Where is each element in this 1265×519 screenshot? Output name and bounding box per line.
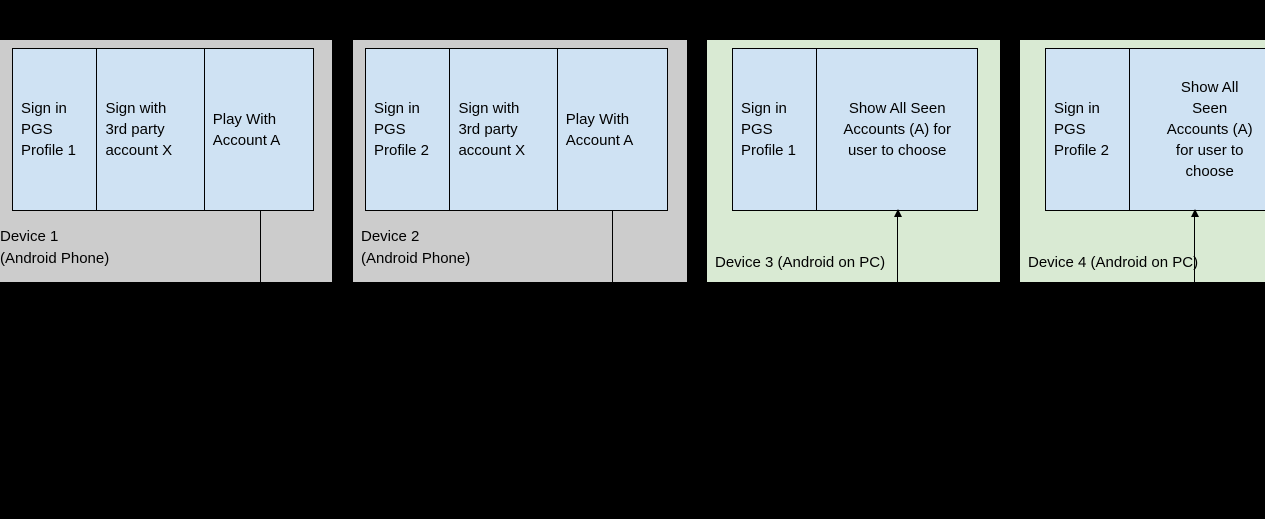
device-panel-1: Sign in PGS Profile 1 Sign with 3rd part…	[0, 40, 332, 282]
state-box-show-all-seen-accounts[interactable]: Show All Seen Accounts (A) for user to c…	[1130, 49, 1265, 210]
arrow-shaft-3	[897, 216, 898, 282]
state-row-1: Sign in PGS Profile 1 Sign with 3rd part…	[12, 48, 314, 211]
state-row-3: Sign in PGS Profile 1 Show All Seen Acco…	[732, 48, 978, 211]
divider-line-1	[260, 211, 261, 282]
device-caption-3: Device 3 (Android on PC)	[715, 254, 886, 271]
arrow-head-4	[1191, 209, 1199, 217]
state-box-sign-in-profile[interactable]: Sign in PGS Profile 1	[13, 49, 98, 210]
state-box-play-with-account[interactable]: Play With Account A	[557, 49, 667, 210]
device-caption-1: Device 1 (Android Phone)	[0, 228, 110, 267]
arrow-shaft-4	[1194, 216, 1195, 282]
state-box-sign-third-party[interactable]: Sign with 3rd party account X	[97, 49, 205, 210]
arrow-head-3	[894, 209, 902, 217]
device-panel-3: Sign in PGS Profile 1 Show All Seen Acco…	[707, 40, 1000, 282]
state-box-show-all-seen-accounts[interactable]: Show All Seen Accounts (A) for user to c…	[817, 49, 977, 210]
device-caption-4: Device 4 (Android on PC)	[1028, 254, 1199, 271]
state-box-play-with-account[interactable]: Play With Account A	[204, 49, 313, 210]
state-box-sign-in-profile[interactable]: Sign in PGS Profile 2	[1046, 49, 1131, 210]
state-row-4: Sign in PGS Profile 2 Show All Seen Acco…	[1045, 48, 1265, 211]
device-caption-2: Device 2 (Android Phone)	[361, 228, 471, 267]
state-row-2: Sign in PGS Profile 2 Sign with 3rd part…	[365, 48, 668, 211]
device-panel-4: Sign in PGS Profile 2 Show All Seen Acco…	[1020, 40, 1265, 282]
divider-line-2	[612, 211, 613, 282]
state-box-sign-third-party[interactable]: Sign with 3rd party account X	[450, 49, 558, 210]
state-box-sign-in-profile[interactable]: Sign in PGS Profile 2	[366, 49, 451, 210]
device-panel-2: Sign in PGS Profile 2 Sign with 3rd part…	[353, 40, 687, 282]
state-box-sign-in-profile[interactable]: Sign in PGS Profile 1	[733, 49, 818, 210]
